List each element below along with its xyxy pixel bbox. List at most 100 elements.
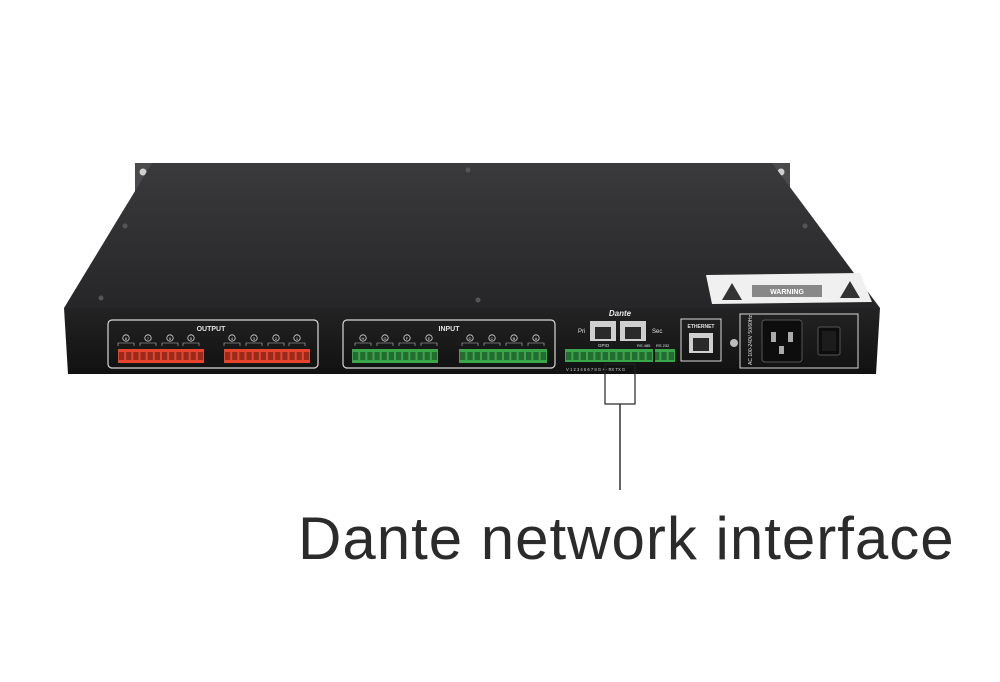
input-channel-bracket	[376, 342, 394, 346]
output-pin	[154, 352, 160, 360]
output-channel-bracket	[223, 342, 241, 346]
output-channel-number: 8	[125, 336, 128, 341]
input-pin	[496, 352, 502, 360]
output-channel-marker	[166, 334, 174, 342]
output-pin	[282, 352, 288, 360]
input-channel-marker	[425, 334, 433, 342]
input-pin	[403, 352, 409, 360]
output-pin	[190, 352, 196, 360]
output-channel-bracket	[245, 342, 263, 346]
output-channel-bracket	[288, 342, 306, 346]
ethernet-section: ETHERNET	[680, 318, 722, 362]
gpio-pin	[661, 352, 667, 360]
output-pin	[133, 352, 139, 360]
input-channel-bracket	[483, 342, 501, 346]
output-channel-number: 4	[231, 336, 234, 341]
input-channel-number: B	[513, 336, 516, 341]
input-channel-number: C	[491, 336, 494, 341]
gpio-pin	[588, 352, 594, 360]
input-pin	[518, 352, 524, 360]
input-pin	[388, 352, 394, 360]
output-channel-marker	[272, 334, 280, 342]
output-channel-marker	[250, 334, 258, 342]
input-pin	[353, 352, 359, 360]
output-pin	[119, 352, 125, 360]
power-inlet[interactable]	[761, 319, 803, 363]
output-channel-marker	[293, 334, 301, 342]
output-pin	[225, 352, 231, 360]
warning-label: WARNING	[706, 273, 872, 304]
output-channel-marker	[122, 334, 130, 342]
port-primary-label: Pri	[578, 329, 585, 335]
output-channel-number: 1	[296, 336, 299, 341]
gpio-pin	[617, 352, 623, 360]
input-channel-number: H	[362, 336, 365, 341]
output-channel-bracket	[139, 342, 157, 346]
output-channel-bracket	[182, 342, 200, 346]
input-channel-number: F	[406, 336, 409, 341]
callout-pointer	[604, 363, 636, 490]
input-pin	[489, 352, 495, 360]
gpio-terminal-block[interactable]	[565, 349, 637, 362]
input-channel-number: E	[428, 336, 431, 341]
gpio-pin	[624, 352, 630, 360]
output-label: OUTPUT	[197, 326, 227, 333]
input-channel-marker	[466, 334, 474, 342]
input-pin	[424, 352, 430, 360]
output-channel-number: 2	[275, 336, 278, 341]
rs232-label: RS 232	[656, 343, 670, 348]
gpio-pin	[566, 352, 572, 360]
gpio-label: GPIO	[598, 343, 610, 348]
output-pin	[140, 352, 146, 360]
output-channel-marker	[144, 334, 152, 342]
output-pin	[183, 352, 189, 360]
input-pin	[417, 352, 423, 360]
input-pin	[431, 352, 437, 360]
gpio-pin	[668, 352, 674, 360]
input-channel-bracket	[461, 342, 479, 346]
input-channel-number: G	[383, 336, 386, 341]
rs232-terminal-block[interactable]	[655, 349, 675, 362]
gpio-pin	[573, 352, 579, 360]
input-pin	[367, 352, 373, 360]
gpio-pin	[580, 352, 586, 360]
power-label: AC 100-240V 50/60Hz	[748, 314, 754, 365]
port-secondary-label: Sec	[652, 329, 662, 335]
input-channel-bracket	[505, 342, 523, 346]
input-pin	[504, 352, 510, 360]
rs485-terminal-block[interactable]	[637, 349, 653, 362]
gpio-pin	[632, 352, 638, 360]
input-label: INPUT	[439, 326, 461, 333]
input-channel-bracket	[527, 342, 545, 346]
gpio-pin-legend: V 1 2 3 4 5 6 7 8 G + - RX TX G	[566, 367, 625, 372]
output-channel-number: 6	[169, 336, 172, 341]
output-pin	[147, 352, 153, 360]
output-pin	[303, 352, 309, 360]
output-channel-bracket	[267, 342, 285, 346]
output-terminal-block-2[interactable]	[224, 349, 310, 363]
svg-text:WARNING: WARNING	[770, 289, 804, 296]
input-pin	[533, 352, 539, 360]
output-channel-marker	[228, 334, 236, 342]
input-channel-marker	[510, 334, 518, 342]
input-terminal-block-1[interactable]	[352, 349, 438, 363]
input-channel-bracket	[398, 342, 416, 346]
input-pin	[360, 352, 366, 360]
input-pin	[460, 352, 466, 360]
output-channel-bracket	[161, 342, 179, 346]
input-terminal-block-2[interactable]	[459, 349, 547, 363]
input-channel-marker	[488, 334, 496, 342]
output-terminal-block-1[interactable]	[118, 349, 204, 363]
output-pin	[246, 352, 252, 360]
input-pin	[474, 352, 480, 360]
input-channel-marker	[381, 334, 389, 342]
output-channel-number: 7	[147, 336, 150, 341]
output-pin	[260, 352, 266, 360]
gpio-pin	[602, 352, 608, 360]
output-pin	[296, 352, 302, 360]
gpio-pin	[654, 352, 660, 360]
output-pin	[162, 352, 168, 360]
output-pin	[239, 352, 245, 360]
